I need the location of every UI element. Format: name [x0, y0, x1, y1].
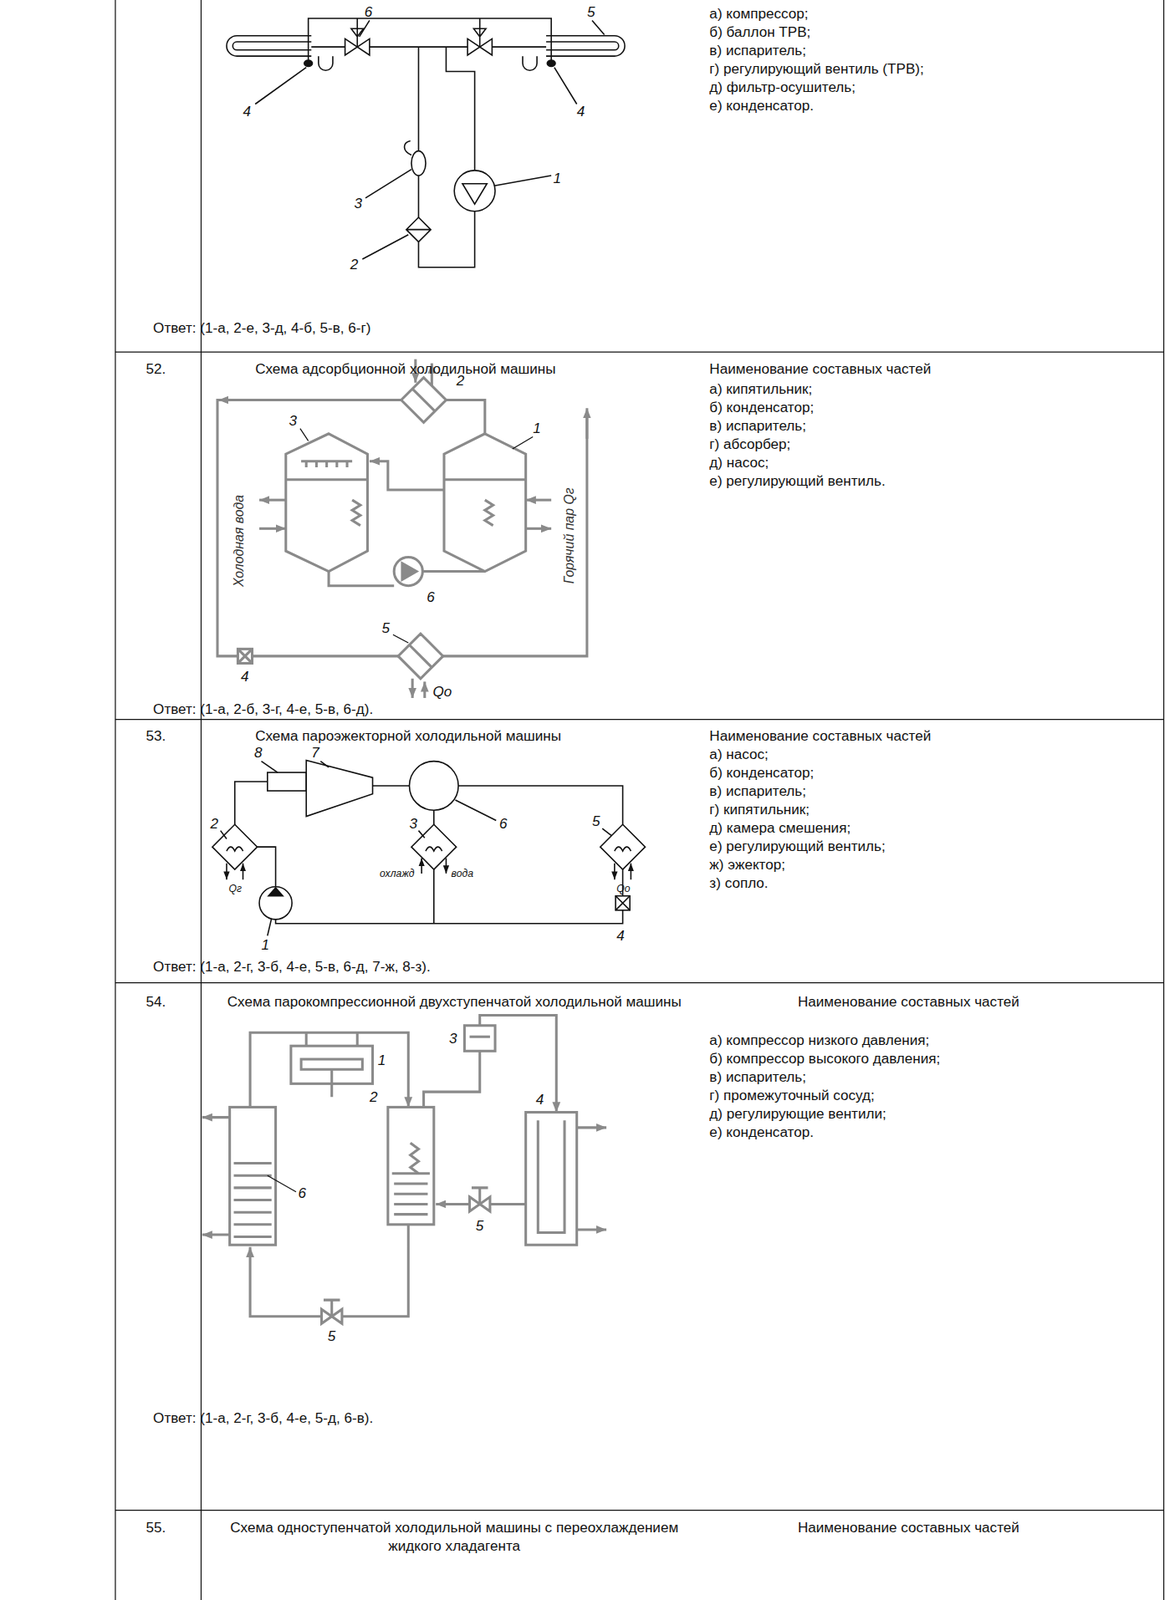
column-header: Наименование составных частей	[735, 1518, 1083, 1538]
callout-number: 6	[499, 814, 508, 833]
flow-label: Горячий пар Qг	[560, 487, 579, 584]
callout-number: 1	[553, 168, 562, 187]
part-name: б) баллон ТРВ;	[709, 22, 811, 41]
flow-label: вода	[451, 868, 474, 881]
part-name: ж) эжектор;	[709, 855, 786, 874]
ejector-schematic	[212, 760, 646, 936]
part-name: а) компрессор;	[709, 4, 808, 23]
part-name: в) испаритель;	[709, 781, 807, 801]
callout-number: 5	[327, 1327, 337, 1346]
part-name: е) конденсатор.	[709, 1123, 814, 1142]
callout-number: 8	[254, 743, 263, 762]
flow-label: Холодная вода	[229, 495, 249, 588]
column-header: Наименование составных частей	[709, 726, 931, 746]
heat-label: Qо	[616, 883, 630, 896]
part-name: г) промежуточный сосуд;	[709, 1086, 874, 1105]
callout-number: 4	[536, 1090, 545, 1109]
absorption-schematic	[217, 359, 588, 699]
row-number: 53.	[146, 726, 167, 746]
callout-number: 3	[354, 194, 363, 213]
callout-number: 4	[243, 102, 252, 121]
answer-text: Ответ: (1-а, 2-г, 3-б, 4-е, 5-в, 6-д, 7-…	[153, 957, 431, 976]
part-name: б) конденсатор;	[709, 398, 814, 417]
heat-label: Qo	[433, 681, 453, 700]
callout-number: 3	[449, 1028, 458, 1048]
part-name: д) фильтр-осушитель;	[709, 77, 856, 97]
callout-number: 2	[456, 371, 465, 390]
answer-text: Ответ: (1-а, 2-г, 3-б, 4-е, 5-д, 6-в).	[153, 1409, 373, 1428]
callout-number: 1	[378, 1051, 387, 1070]
part-name: г) кипятильник;	[709, 800, 810, 819]
schema-title: Схема пароэжекторной холодильной машины	[255, 726, 562, 746]
part-name: а) насос;	[709, 745, 768, 764]
callout-number: 4	[240, 667, 250, 686]
part-name: в) испаритель;	[709, 40, 807, 60]
callout-number: 6	[426, 587, 435, 607]
part-name: е) конденсатор.	[709, 96, 814, 115]
callout-number: 3	[288, 411, 297, 430]
schema-title: Схема парокомпрессионной двухступенчатой…	[209, 992, 700, 1012]
schema-title: Схема адсорбционной холодильной машины	[255, 359, 556, 379]
row-number: 55.	[146, 1518, 167, 1538]
answer-text: Ответ: (1-а, 2-е, 3-д, 4-б, 5-в, 6-г)	[153, 318, 371, 338]
callout-number: 5	[382, 618, 391, 638]
callout-number: 1	[260, 935, 270, 955]
part-name: з) сопло.	[709, 873, 768, 893]
flow-label: охлажд	[379, 868, 414, 881]
callout-number: 7	[311, 743, 320, 762]
callout-number: 2	[350, 255, 359, 274]
part-name: д) камера смешения;	[709, 818, 851, 838]
schema-title: Схема одноступенчатой холодильной машины…	[209, 1518, 700, 1556]
two-stage-schematic	[202, 1016, 607, 1325]
callout-number: 3	[408, 814, 418, 833]
part-name: в) испаритель;	[709, 1067, 807, 1087]
callout-number: 2	[209, 814, 219, 833]
part-name: б) конденсатор;	[709, 763, 814, 782]
part-name: а) кипятильник;	[709, 379, 813, 399]
leader-lines	[300, 429, 533, 644]
table-grid	[115, 0, 1165, 1600]
callout-number: 2	[369, 1088, 379, 1107]
callout-number: 5	[475, 1216, 485, 1236]
part-name: г) абсорбер;	[709, 434, 791, 454]
part-name: в) испаритель;	[709, 416, 807, 435]
heat-label: Qг	[228, 883, 242, 896]
answer-text: Ответ: (1-а, 2-б, 3-г, 4-е, 5-в, 6-д).	[153, 699, 373, 719]
part-name: д) насос;	[709, 453, 769, 472]
callout-number: 4	[577, 102, 586, 121]
callout-number: 5	[587, 1, 596, 21]
part-name: е) регулирующий вентиль.	[709, 471, 885, 491]
column-header: Наименование составных частей	[709, 359, 931, 379]
column-header: Наименование составных частей	[735, 992, 1083, 1012]
part-name: а) компрессор низкого давления;	[709, 1031, 930, 1050]
part-name: е) регулирующий вентиль;	[709, 837, 885, 856]
leader-lines	[267, 1175, 297, 1193]
callout-number: 4	[616, 926, 625, 946]
callout-number: 6	[297, 1184, 307, 1203]
part-name: г) регулирующий вентиль (ТРВ);	[709, 59, 924, 78]
row-number: 54.	[146, 992, 167, 1012]
row-number: 52.	[146, 359, 167, 379]
callout-number: 6	[364, 1, 373, 21]
callout-number: 5	[592, 811, 601, 830]
callout-number: 1	[532, 418, 542, 437]
refrigerator-schematic	[226, 18, 625, 268]
part-name: б) компрессор высокого давления;	[709, 1049, 940, 1068]
part-name: д) регулирующие вентили;	[709, 1104, 886, 1124]
